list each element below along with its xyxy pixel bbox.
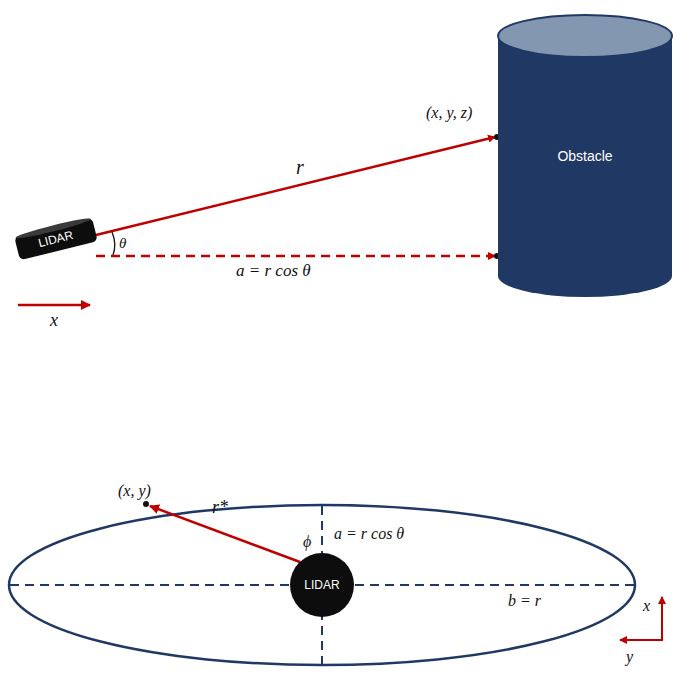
- point-dot: [143, 501, 149, 507]
- dashed-connector: [96, 255, 495, 258]
- math-label: (x, y, z): [426, 104, 472, 122]
- cylinder-top: [498, 15, 672, 57]
- puck-group: [14, 216, 98, 261]
- lidar-sensor: LIDAR: [12, 215, 100, 263]
- math-label: ϕ: [303, 533, 311, 551]
- math-label: a = r cos θ: [334, 525, 404, 543]
- edge-label: a = r cos θ: [236, 262, 311, 281]
- math-label: x: [50, 311, 58, 331]
- math-label: r*: [212, 498, 228, 518]
- cylinder-body: [498, 36, 672, 276]
- math-label: (x, y): [118, 482, 151, 500]
- lidar-sensor: LIDAR: [289, 552, 355, 618]
- math-label: b = r: [508, 592, 541, 610]
- edge-label: r: [296, 156, 304, 178]
- angle-arc: [112, 232, 115, 255]
- math-label: x: [643, 597, 650, 615]
- ray-connector: [96, 137, 495, 235]
- math-label: θ: [119, 235, 126, 252]
- cylinder-bottom: [498, 255, 672, 297]
- axis-arrow: [620, 639, 663, 641]
- puck-body: [14, 218, 97, 261]
- axis-arrow: [661, 597, 663, 641]
- math-label: y: [626, 648, 633, 666]
- node-label: LIDAR: [304, 578, 339, 592]
- scan-ellipse: [9, 505, 635, 665]
- obstacle-cylinder: Obstacle: [497, 14, 673, 298]
- node-label: Obstacle: [557, 148, 612, 164]
- direction-arrow: [18, 304, 90, 307]
- lidar-circle: [290, 553, 354, 617]
